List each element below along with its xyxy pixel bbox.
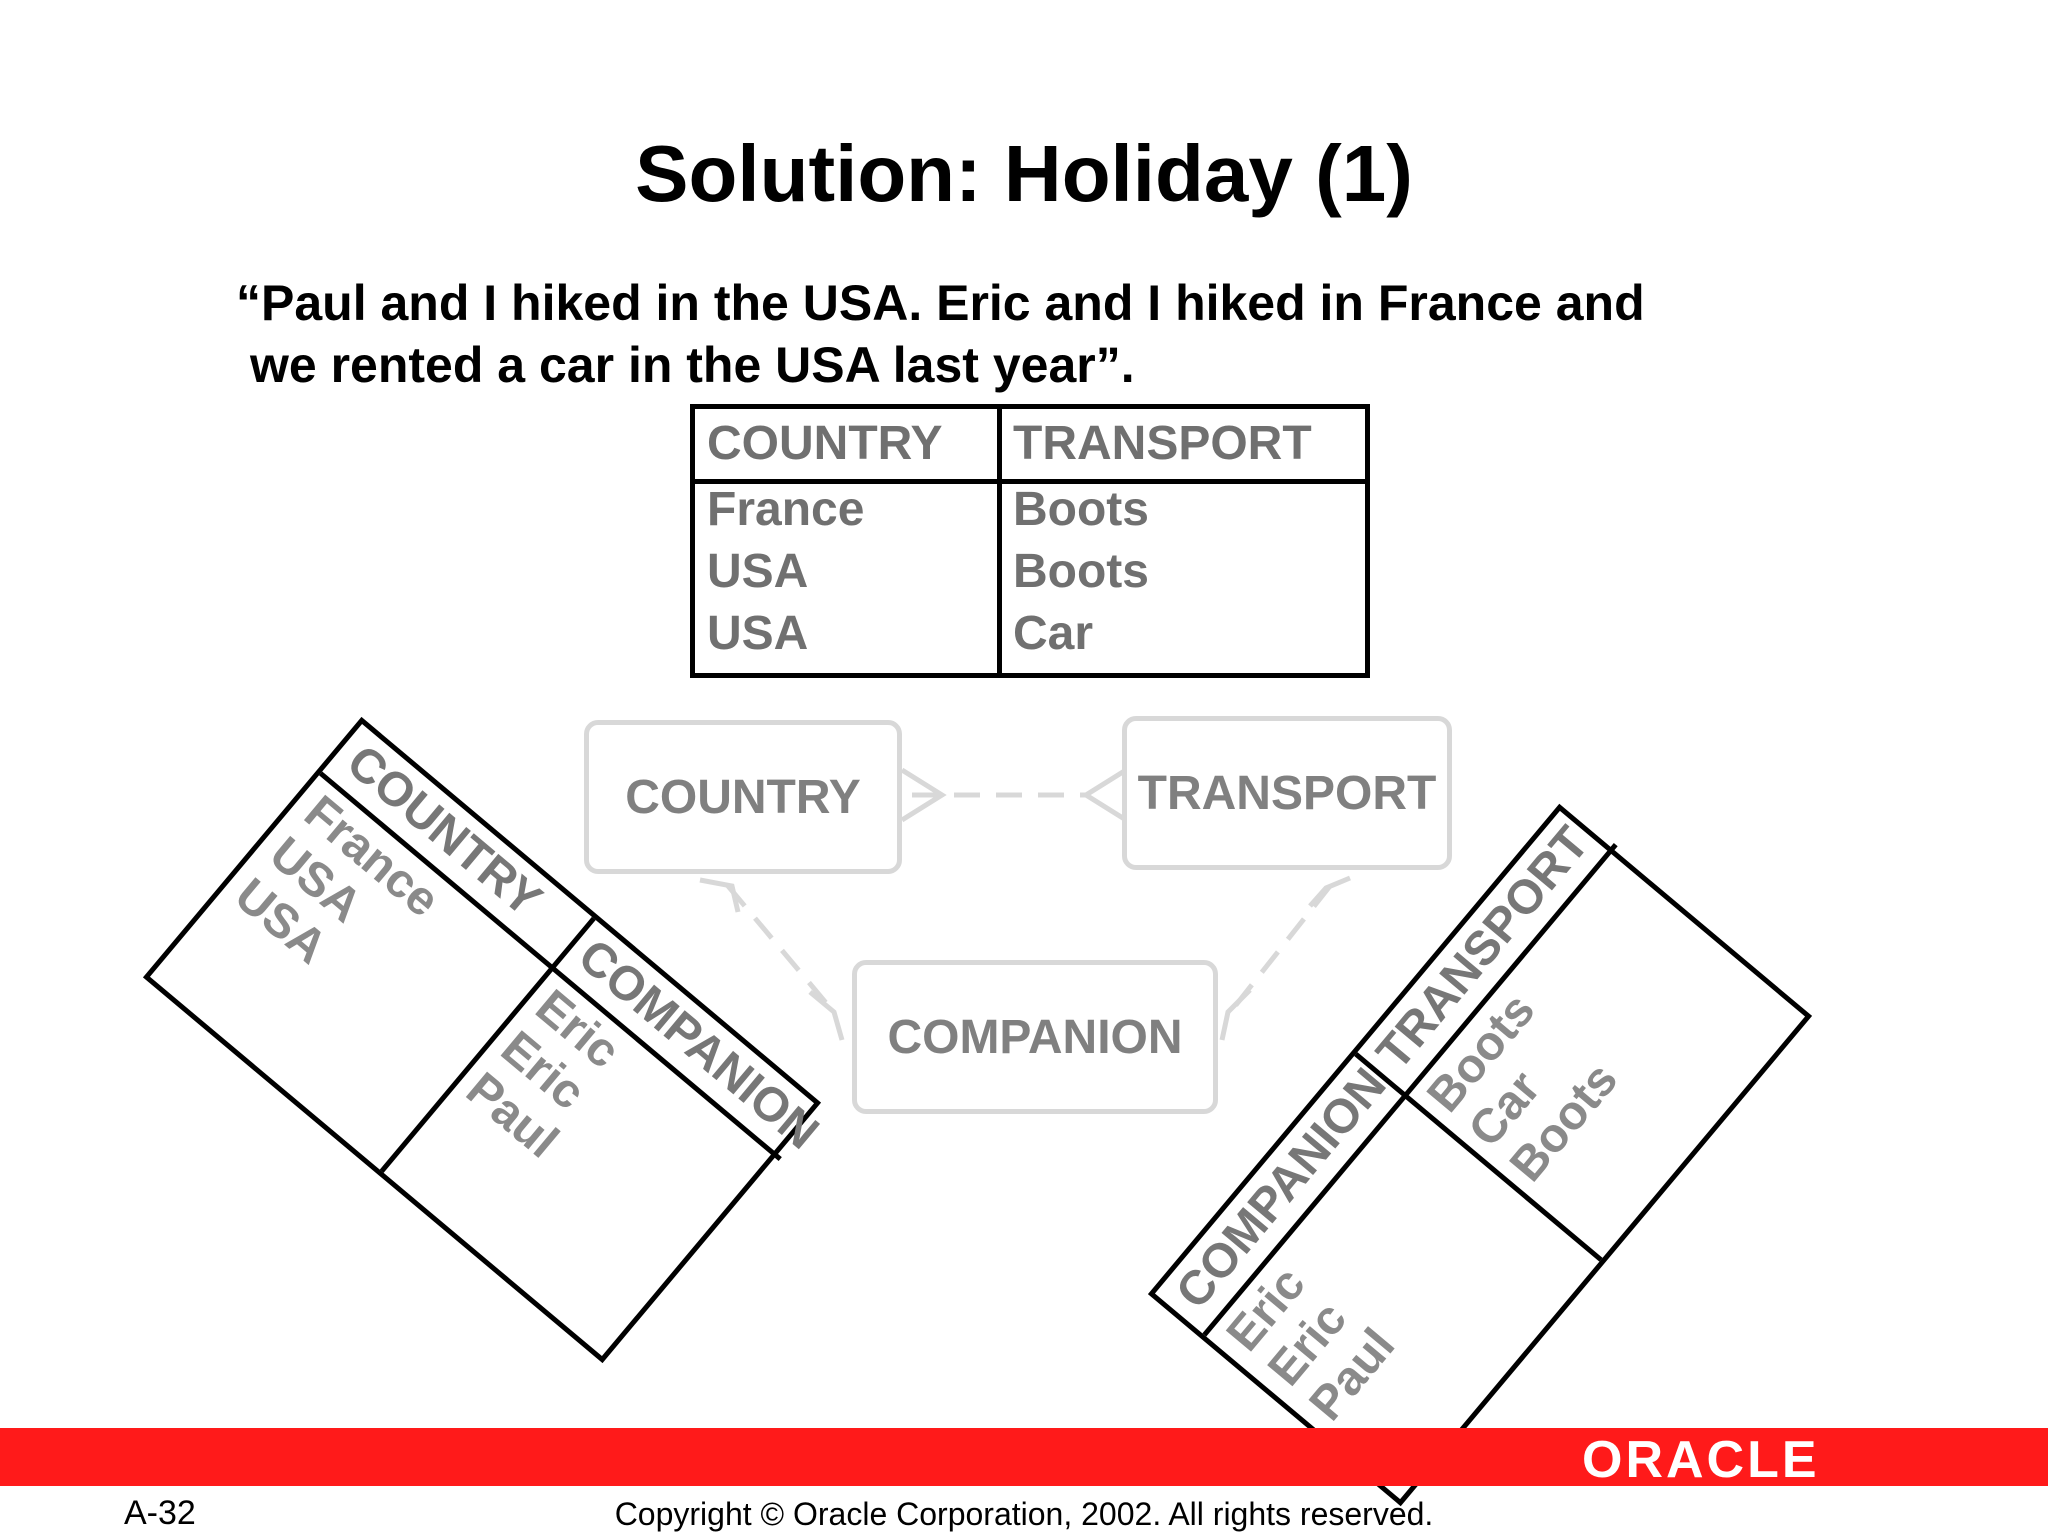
entity-transport: TRANSPORT	[1122, 716, 1452, 870]
header-divider	[695, 479, 1365, 484]
oracle-logo: ORACLE	[1582, 1431, 1820, 1489]
cell-transport-1: Boots	[1013, 483, 1149, 536]
header-transport: TRANSPORT	[1013, 417, 1312, 470]
column-divider	[997, 409, 1002, 673]
entity-companion: COMPANION	[852, 960, 1218, 1114]
country-companion-relationship	[726, 884, 834, 1012]
crows-foot-country	[900, 767, 947, 823]
country-transport-table: COUNTRY TRANSPORT France Boots USA Boots…	[690, 404, 1370, 678]
crows-foot-companion-left	[808, 990, 845, 1041]
scenario-quote: “Paul and I hiked in the USA. Eric and I…	[236, 272, 1645, 396]
crows-foot-companion-right	[1219, 988, 1252, 1041]
cell-transport-3: Car	[1013, 607, 1094, 660]
crows-foot-transport-companion	[1308, 875, 1351, 908]
crows-foot-country-companion	[699, 877, 741, 913]
cell-transport-2: Boots	[1013, 545, 1149, 598]
crows-foot-transport	[1081, 767, 1128, 823]
copyright-notice: Copyright © Oracle Corporation, 2002. Al…	[614, 1496, 1434, 1532]
header-country: COUNTRY	[707, 417, 943, 470]
quote-line-2: we rented a car in the USA last year”.	[250, 337, 1135, 393]
footer-red-bar	[0, 1428, 2048, 1486]
cell-country-2: USA	[707, 545, 809, 598]
entity-country: COUNTRY	[584, 720, 902, 874]
slide-title: Solution: Holiday (1)	[635, 129, 1413, 218]
cell-country-1: France	[707, 483, 865, 536]
cell-country-3: USA	[707, 607, 809, 660]
page-number: A-32	[124, 1494, 196, 1532]
quote-line-1: “Paul and I hiked in the USA. Eric and I…	[236, 275, 1645, 331]
